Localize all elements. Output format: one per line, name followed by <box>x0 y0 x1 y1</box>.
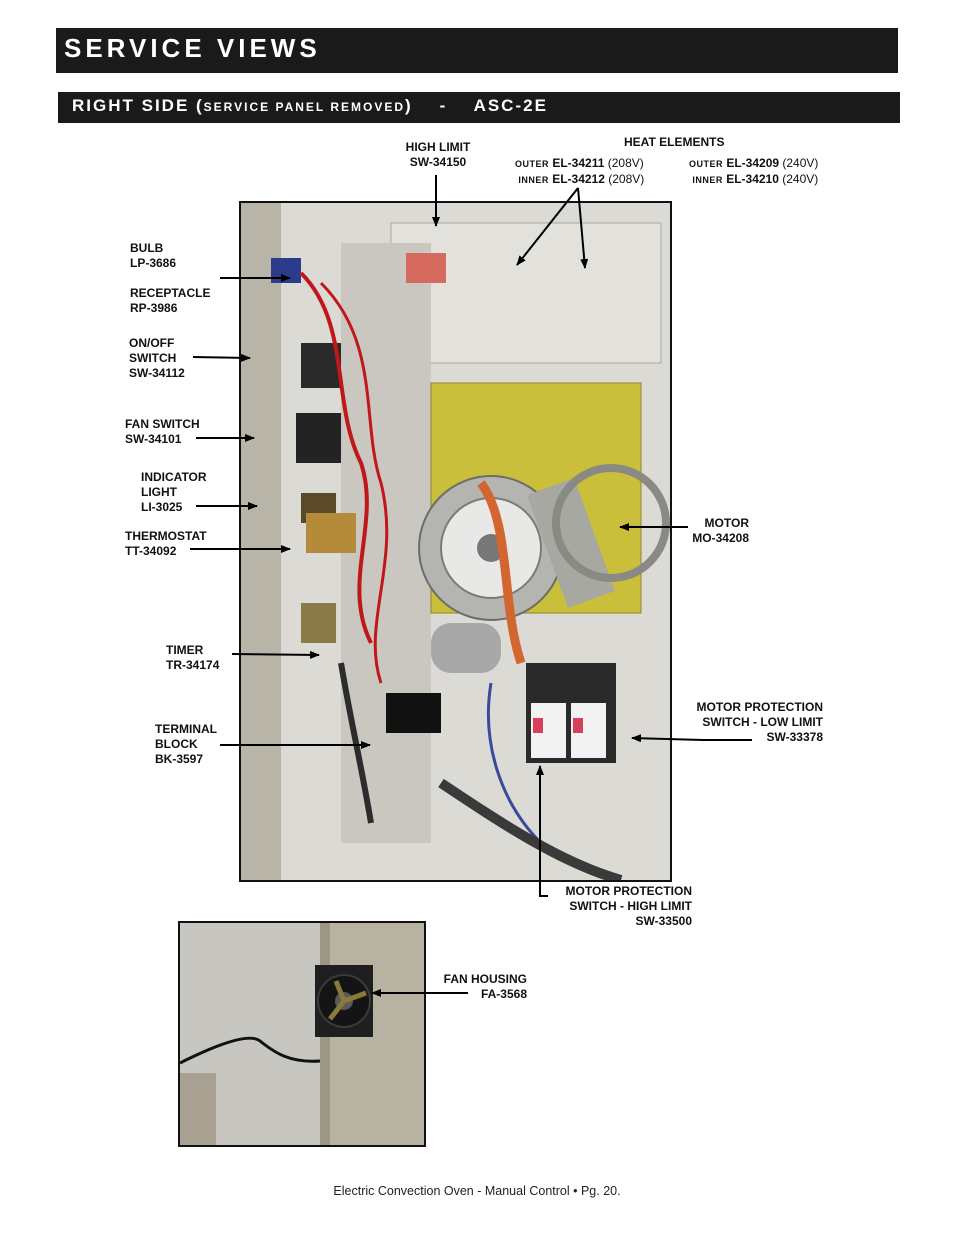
label-thermostat: THERMOSTAT TT-34092 <box>125 529 207 558</box>
fan-housing-photo <box>178 921 426 1147</box>
section-title-main: RIGHT SIDE ( <box>72 96 204 115</box>
label-onoff-switch: ON/OFF SWITCH SW-34112 <box>129 336 185 380</box>
arrow-mp-low <box>631 734 752 743</box>
arrow-heat-element-2 <box>577 187 589 269</box>
label-fan-switch: FAN SWITCH SW-34101 <box>125 417 200 446</box>
page-header: SERVICE VIEWS <box>56 28 898 73</box>
arrow-onoff-switch <box>192 353 251 362</box>
label-indicator-light: INDICATOR LIGHT LI-3025 <box>141 470 207 514</box>
label-timer: TIMER TR-34174 <box>166 643 220 672</box>
page-footer: Electric Convection Oven - Manual Contro… <box>333 1184 621 1198</box>
label-fan-housing: FAN HOUSING FA-3568 <box>443 972 527 1001</box>
arrow-timer <box>231 650 320 659</box>
section-title: RIGHT SIDE (SERVICE PANEL REMOVED) - ASC… <box>72 96 548 116</box>
section-title-small: SERVICE PANEL REMOVED <box>203 100 406 114</box>
arrow-heat-element-1 <box>516 187 579 266</box>
label-high-limit: HIGH LIMIT SW-34150 <box>405 140 471 169</box>
section-title-dash: - <box>439 96 448 115</box>
label-heat-elements-240: OUTER EL-34209 (240V) INNER EL-34210 (24… <box>689 156 819 186</box>
label-motor: MOTOR MO-34208 <box>692 516 749 545</box>
arrow-mp-high <box>536 765 548 897</box>
label-heat-elements-208: OUTER EL-34211 (208V) INNER EL-34212 (20… <box>515 156 645 186</box>
label-bulb: BULB LP-3686 <box>130 241 177 270</box>
main-service-photo <box>239 201 672 882</box>
section-model: ASC-2E <box>473 96 548 115</box>
label-receptacle: RECEPTACLE RP-3986 <box>130 286 211 315</box>
label-terminal-block: TERMINAL BLOCK BK-3597 <box>155 722 217 766</box>
section-title-close: ) <box>405 96 413 115</box>
label-motor-protection-high: MOTOR PROTECTION SWITCH - HIGH LIMIT SW-… <box>565 884 692 928</box>
page-title: SERVICE VIEWS <box>64 33 321 63</box>
fan-housing-illustration <box>180 923 424 1145</box>
oven-interior-illustration <box>241 203 670 880</box>
label-heat-elements-title: HEAT ELEMENTS <box>624 135 725 149</box>
section-header: RIGHT SIDE (SERVICE PANEL REMOVED) - ASC… <box>58 92 900 123</box>
label-motor-protection-low: MOTOR PROTECTION SWITCH - LOW LIMIT SW-3… <box>696 700 823 744</box>
